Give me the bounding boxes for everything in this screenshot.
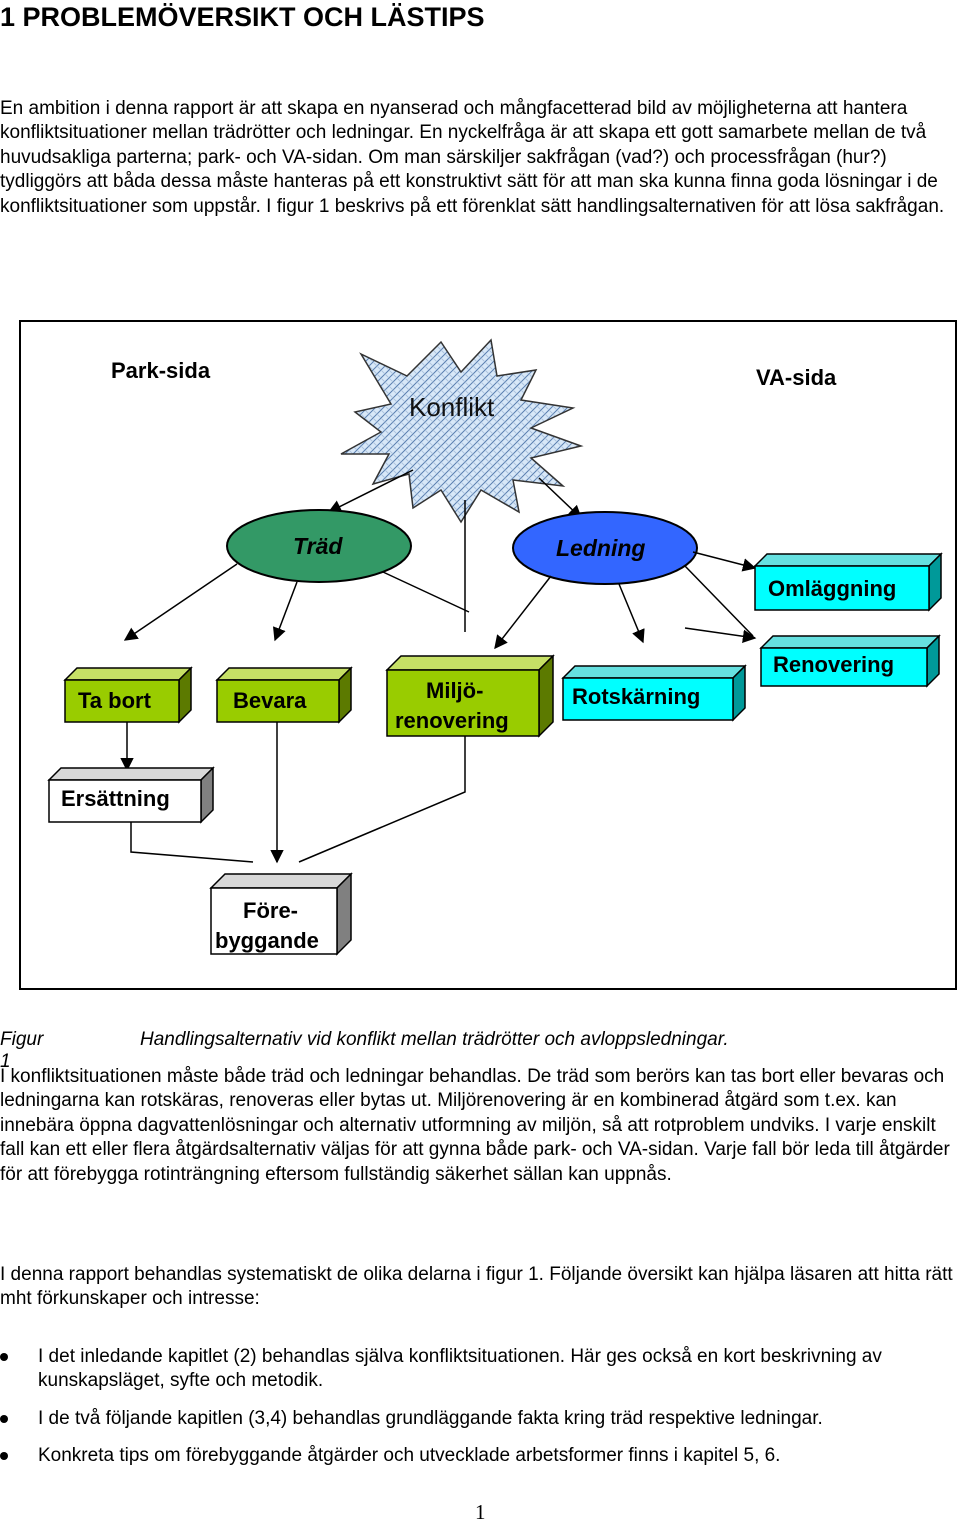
arrow-renovation-connector [684, 627, 757, 643]
caption-label: Figur 1 [0, 1029, 44, 1072]
arrow-tree-preserve [272, 581, 298, 642]
bullet-icon [0, 1414, 8, 1423]
root-cutting-label: Rotskärning [572, 684, 700, 709]
env-renovation-box: Miljö- renovering [385, 654, 555, 738]
remove-label: Ta bort [78, 688, 152, 713]
arrow-pipe-rootcut [618, 583, 645, 644]
list-item: Konkreta tips om förebyggande åtgärder o… [0, 1444, 955, 1468]
list-item-text: Konkreta tips om förebyggande åtgärder o… [38, 1445, 781, 1467]
list-item: I de två följande kapitlen (3,4) behandl… [0, 1407, 955, 1431]
conflict-starburst [340, 338, 584, 524]
arrow-pipe-env [494, 575, 552, 650]
body-paragraph: I konfliktsituationen måste både träd oc… [0, 1066, 950, 1185]
preventive-box: Före- byggande [209, 872, 353, 956]
overview-list: I det inledande kapitlet (2) behandlas s… [0, 1345, 955, 1482]
bullet-icon [0, 1452, 8, 1461]
park-side-label: Park-sida [111, 358, 211, 383]
intro-paragraph: En ambition i denna rapport är att skapa… [0, 98, 945, 217]
preventive-label-1: Före- [243, 898, 298, 923]
bullet-icon [0, 1353, 8, 1361]
preserve-box: Bevara [215, 666, 353, 724]
arrow-tree-env [382, 571, 470, 613]
conflict-label: Konflikt [409, 392, 495, 422]
line-env-prev [298, 736, 466, 863]
relaying-label: Omläggning [768, 576, 896, 601]
replacement-label: Ersättning [61, 786, 170, 811]
page-number: 1 [475, 1500, 486, 1524]
line-replacement-prev [130, 822, 254, 863]
remove-box: Ta bort [63, 666, 193, 724]
list-item: I det inledande kapitlet (2) behandlas s… [0, 1345, 955, 1394]
root-cutting-box: Rotskärning [561, 664, 747, 722]
tree-label: Träd [293, 533, 343, 559]
env-renovation-label-2: renovering [395, 708, 509, 733]
page-heading: 1 PROBLEMÖVERSIKT OCH LÄSTIPS [0, 2, 485, 32]
relaying-box: Omläggning [753, 552, 943, 612]
renovation-label: Renovering [773, 652, 894, 677]
caption-text: Handlingsalternativ vid konflikt mellan … [140, 1029, 729, 1050]
arrow-tree-remove [123, 563, 238, 641]
renovation-box: Renovering [759, 634, 941, 688]
arrow-pipe-renovation [684, 565, 754, 637]
pipe-ellipse [512, 511, 698, 585]
va-side-label: VA-sida [756, 365, 837, 390]
pipe-label: Ledning [556, 535, 645, 561]
arrow-conflict-tree [327, 469, 414, 513]
env-renovation-label-1: Miljö- [426, 678, 483, 703]
tree-ellipse [226, 509, 412, 583]
replacement-box: Ersättning [47, 766, 215, 824]
list-item-text: I det inledande kapitlet (2) behandlas s… [38, 1346, 882, 1392]
preventive-label-2: byggande [215, 928, 319, 953]
preserve-label: Bevara [233, 688, 307, 713]
list-item-text: I de två följande kapitlen (3,4) behandl… [38, 1407, 823, 1429]
arrow-pipe-relaying [692, 551, 757, 572]
overview-paragraph: I denna rapport behandlas systematiskt d… [0, 1264, 953, 1310]
figure-1-diagram: Park-sida VA-sida Konflikt Träd Ledning [19, 320, 957, 990]
arrow-conflict-pipe [538, 477, 582, 519]
